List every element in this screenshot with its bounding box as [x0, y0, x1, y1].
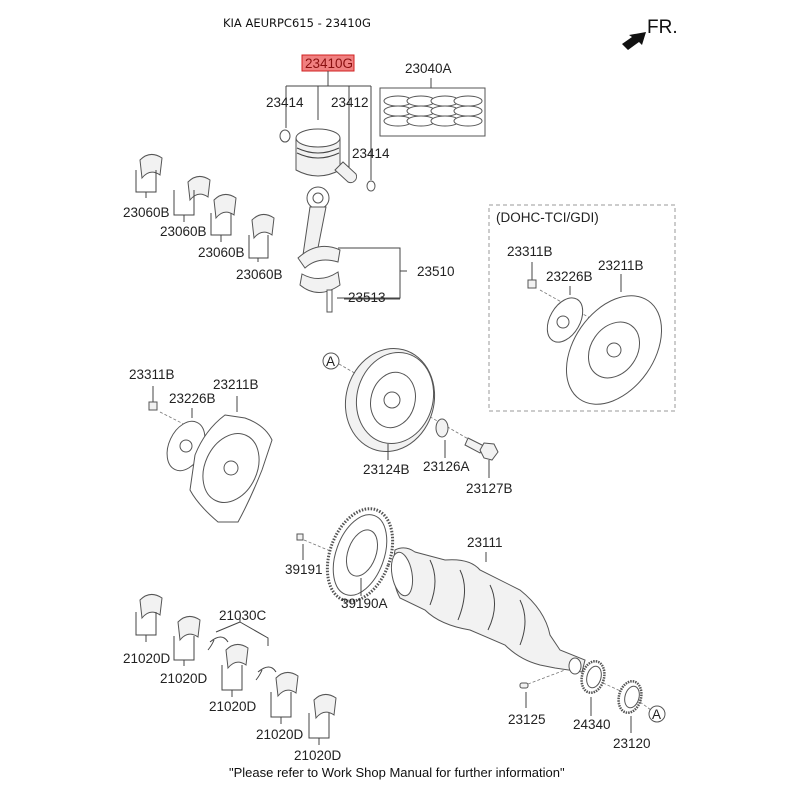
part-label-23412[interactable]: 23412 — [331, 95, 369, 110]
variant-label: (DOHC-TCI/GDI) — [496, 210, 599, 225]
crankshaft — [390, 547, 586, 675]
part-label-23226B-variant[interactable]: 23226B — [546, 269, 593, 284]
part-label-21020D-4[interactable]: 21020D — [256, 727, 304, 742]
part-label-23060B-4[interactable]: 23060B — [236, 267, 283, 282]
part-label-23060B-1[interactable]: 23060B — [123, 205, 170, 220]
part-label-21030C[interactable]: 21030C — [219, 608, 267, 623]
part-label-23414-right[interactable]: 23414 — [352, 146, 390, 161]
crank-gear — [617, 680, 643, 714]
part-label-23127B[interactable]: 23127B — [466, 481, 513, 496]
front-arrow-icon — [622, 32, 646, 50]
piston-assy-callout[interactable]: 23410G — [301, 54, 355, 72]
ring-gear-plate — [296, 507, 395, 603]
footer-note: "Please refer to Work Shop Manual for fu… — [229, 765, 565, 780]
part-label-23410G[interactable]: 23410G — [305, 56, 353, 71]
part-label-21020D-1[interactable]: 21020D — [123, 651, 171, 666]
part-label-23311B[interactable]: 23311B — [129, 367, 175, 382]
part-label-23311B-variant[interactable]: 23311B — [507, 244, 553, 259]
part-label-23513[interactable]: 23513 — [348, 290, 386, 305]
reference-mark-a-pulley: A — [322, 352, 340, 370]
part-label-24340[interactable]: 24340 — [573, 717, 611, 732]
variant-driveplate-assy — [527, 262, 663, 405]
part-label-23111[interactable]: 23111 — [467, 535, 503, 550]
piston — [279, 128, 376, 192]
variant-box — [488, 204, 676, 412]
part-label-23060B-3[interactable]: 23060B — [198, 245, 245, 260]
part-label-23510[interactable]: 23510 — [417, 264, 455, 279]
pulley-bolt — [464, 437, 499, 461]
front-label: FR. — [647, 17, 678, 38]
crank-sprocket — [580, 660, 606, 694]
reference-mark-a-text: A — [326, 354, 335, 369]
main-bearings — [139, 594, 337, 720]
diagram-title: KIA AEURPC615 - 23410G — [223, 16, 371, 30]
part-label-23040A[interactable]: 23040A — [405, 61, 452, 76]
front-direction-indicator: FR. — [622, 17, 678, 50]
piston-ring-set — [379, 87, 486, 137]
part-label-39190A[interactable]: 39190A — [341, 596, 388, 611]
part-label-23125[interactable]: 23125 — [508, 712, 546, 727]
part-label-39191[interactable]: 39191 — [285, 562, 323, 577]
part-label-23124B[interactable]: 23124B — [363, 462, 410, 477]
connecting-rod — [297, 186, 341, 313]
part-label-23126A[interactable]: 23126A — [423, 459, 470, 474]
crank-key — [519, 682, 529, 689]
part-label-23414-left[interactable]: 23414 — [266, 95, 304, 110]
part-label-23211B[interactable]: 23211B — [213, 377, 259, 392]
damper-pulley — [344, 347, 436, 453]
flywheel-driveplate-assy — [148, 386, 273, 523]
part-label-23120[interactable]: 23120 — [613, 736, 651, 751]
pulley-washer — [435, 418, 449, 438]
reference-mark-a-gear: A — [648, 705, 666, 723]
part-label-23211B-variant[interactable]: 23211B — [598, 258, 644, 273]
part-label-23060B-2[interactable]: 23060B — [160, 224, 207, 239]
part-label-21020D-3[interactable]: 21020D — [209, 699, 257, 714]
part-label-23226B[interactable]: 23226B — [169, 391, 216, 406]
part-label-21020D-2[interactable]: 21020D — [160, 671, 208, 686]
reference-mark-a-gear-text: A — [652, 707, 661, 722]
part-label-21020D-5[interactable]: 21020D — [294, 748, 342, 763]
